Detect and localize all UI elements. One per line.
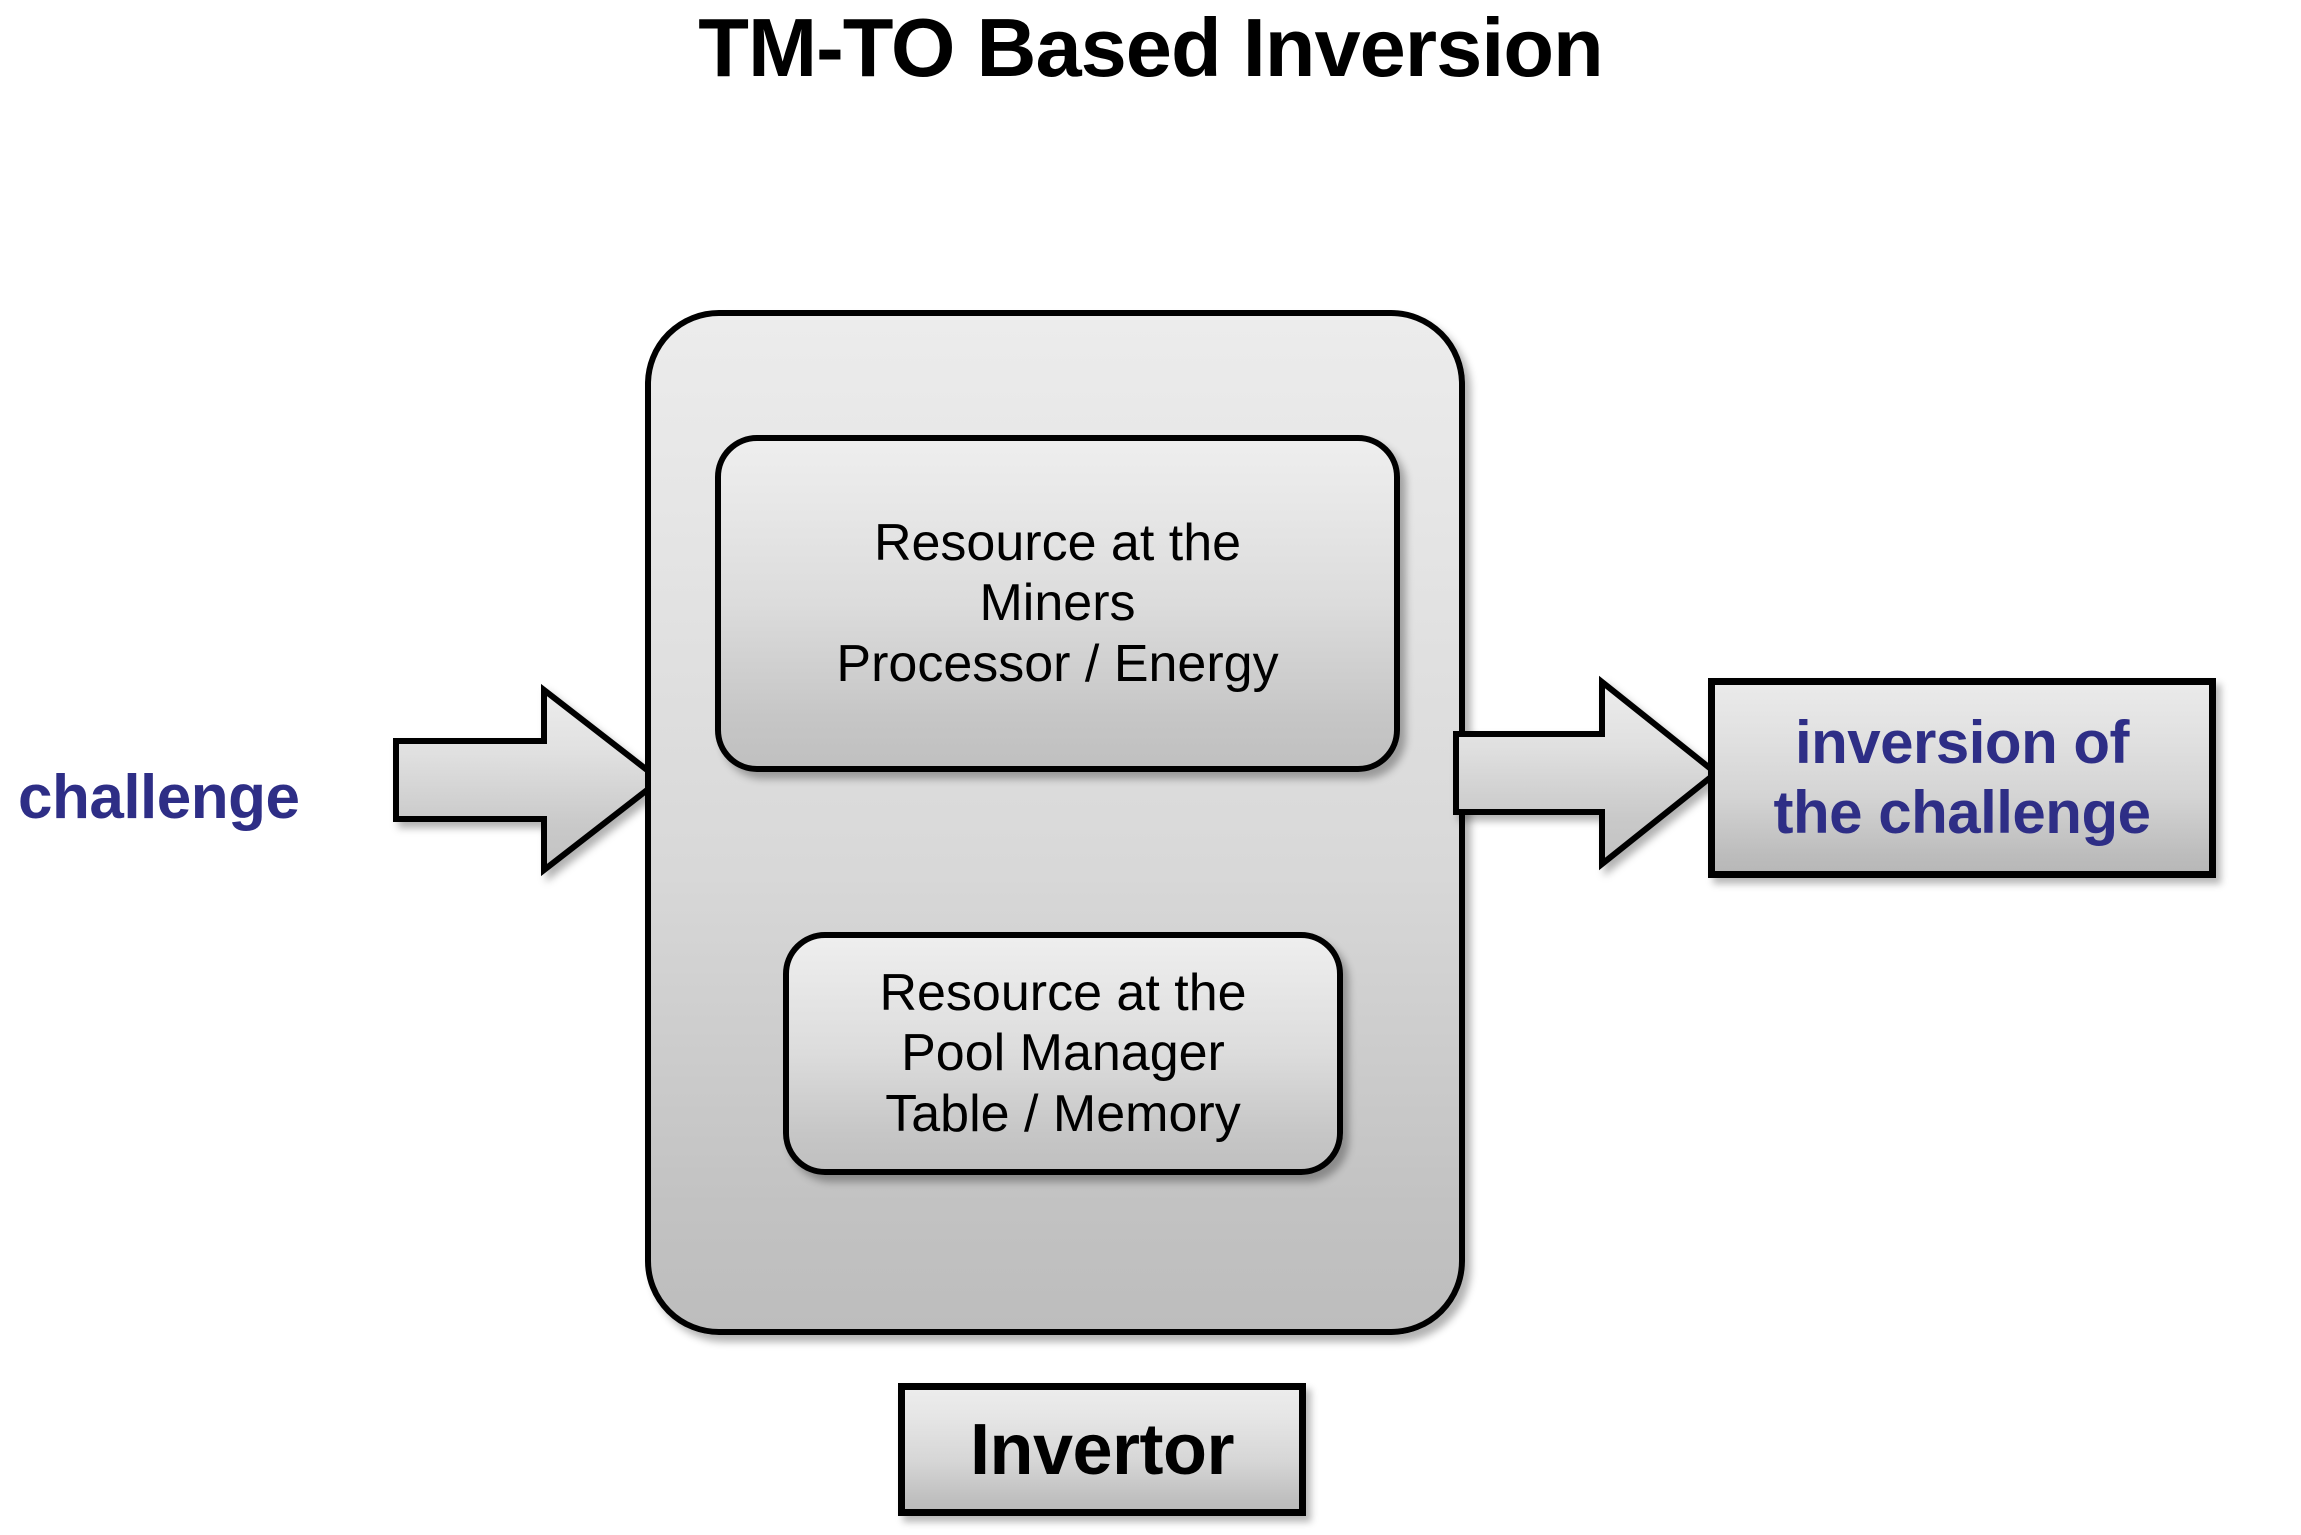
resource-box-pool-manager: Resource at the Pool Manager Table / Mem…	[783, 932, 1343, 1175]
resource-line: Miners	[979, 574, 1136, 633]
resource-line: Resource at the	[879, 964, 1247, 1023]
resource-line: Table / Memory	[885, 1084, 1241, 1143]
resource-line: Pool Manager	[901, 1024, 1225, 1083]
invertor-caption-box: Invertor	[898, 1383, 1306, 1516]
resource-box-miners: Resource at the Miners Processor / Energ…	[715, 435, 1400, 772]
output-line: the challenge	[1773, 779, 2151, 846]
right-block-arrow-icon-output	[1452, 675, 1721, 871]
resource-line: Processor / Energy	[836, 634, 1279, 693]
page-title: TM-TO Based Inversion	[698, 1, 1603, 94]
output-inversion-box: inversion of the challenge	[1708, 678, 2216, 878]
right-block-arrow-icon-input	[392, 683, 665, 877]
input-challenge-label: challenge	[18, 763, 300, 832]
resource-line: Resource at the	[873, 514, 1242, 573]
output-line: inversion of	[1794, 709, 2130, 777]
